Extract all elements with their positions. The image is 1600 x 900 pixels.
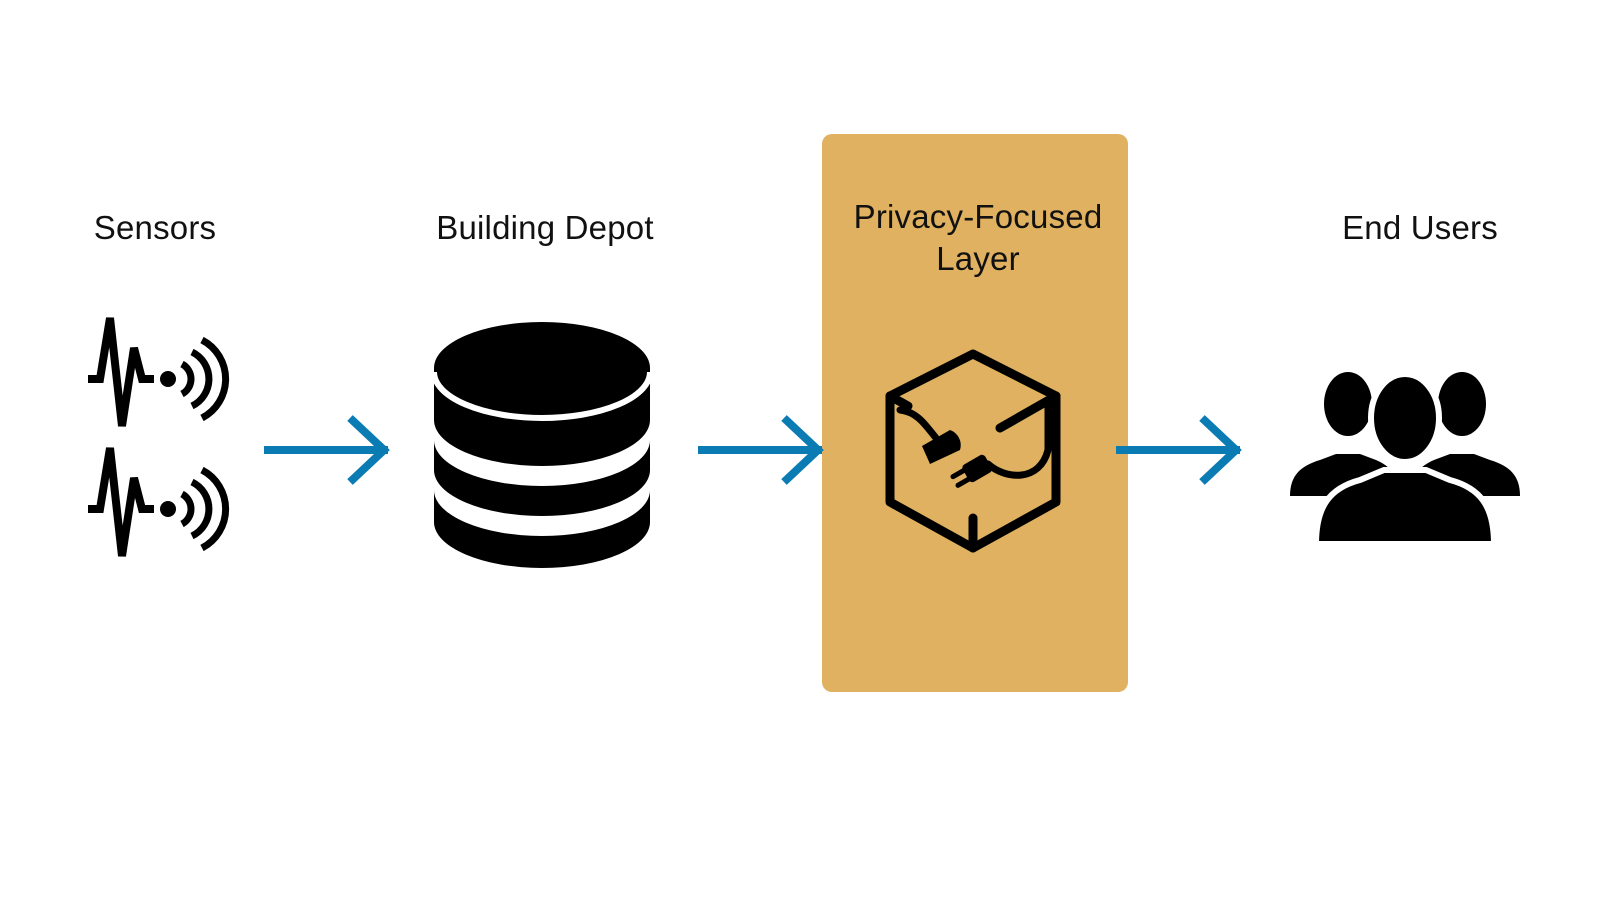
privacy-cube-plug-icon bbox=[885, 349, 1061, 553]
building-depot-label: Building Depot bbox=[436, 209, 654, 246]
privacy-layer-highlight-box bbox=[822, 134, 1128, 692]
sensor-2 bbox=[88, 447, 230, 557]
arrow-depot-to-privacy bbox=[698, 415, 824, 485]
users-group-icon bbox=[1290, 371, 1520, 547]
sensors-label: Sensors bbox=[93, 209, 217, 246]
sensor-1 bbox=[88, 317, 230, 427]
sensor-signal-icon bbox=[88, 317, 230, 557]
database-icon bbox=[431, 322, 653, 568]
person-front bbox=[1312, 371, 1498, 547]
arrow-privacy-to-users bbox=[1116, 415, 1242, 485]
arrow-sensors-to-depot bbox=[264, 415, 390, 485]
end-users-label: End Users bbox=[1342, 209, 1498, 246]
